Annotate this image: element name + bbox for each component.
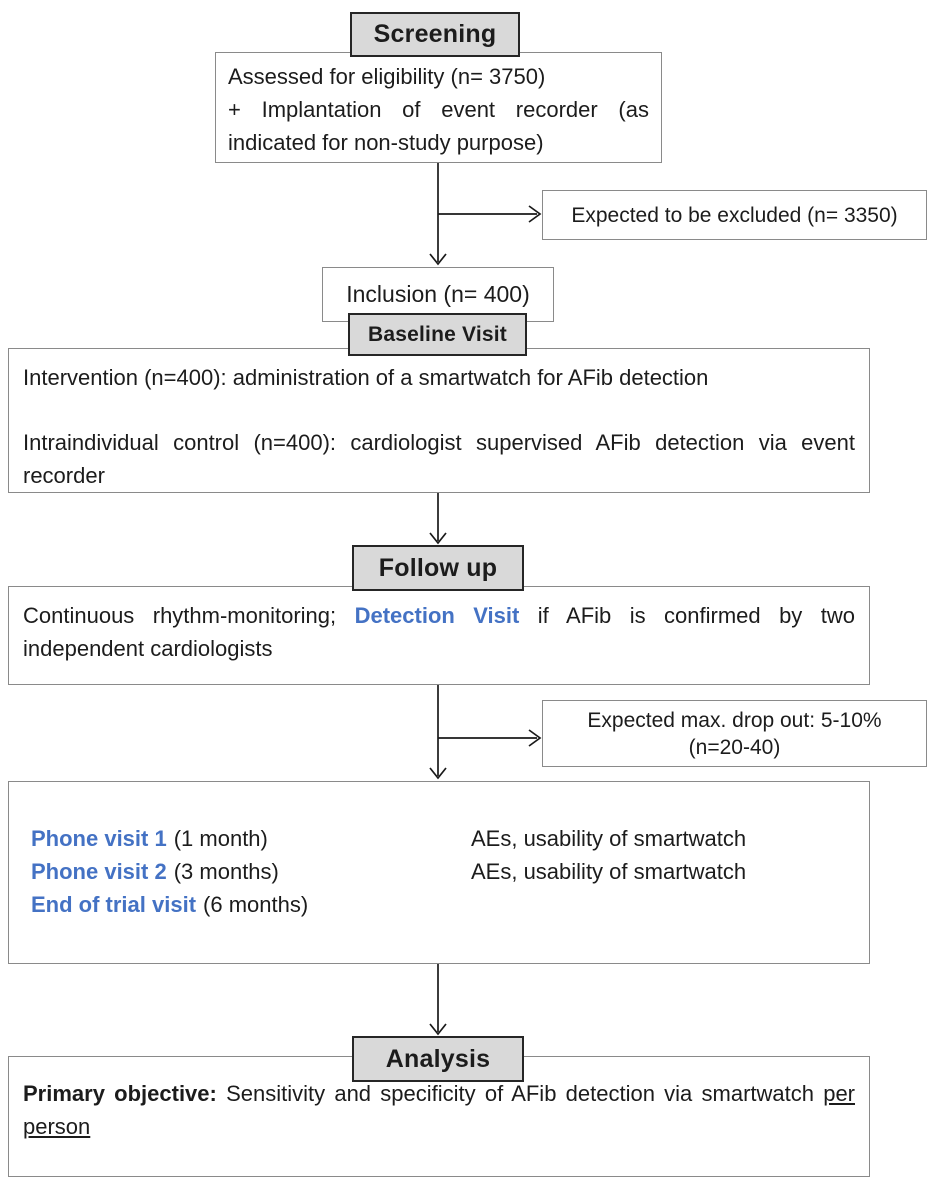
intervention-box: Intervention (n=400): administration of … <box>8 348 870 493</box>
analysis-text: Primary objective: Sensitivity and speci… <box>23 1077 855 1143</box>
visit-label: Phone visit 2 <box>31 859 167 884</box>
arrowhead-down-inclusion <box>429 253 447 266</box>
visit-label: End of trial visit <box>31 892 197 917</box>
stage-header-follow-up: Follow up <box>352 545 524 591</box>
arrowhead-down-analysis <box>429 1023 447 1036</box>
intervention-para1: Intervention (n=400): administration of … <box>23 365 709 390</box>
dropout-text: Expected max. drop out: 5-10% (n=20-40) <box>587 707 881 761</box>
analysis-text-middle: Sensitivity and specificity of AFib dete… <box>216 1081 824 1106</box>
followup-box: Continuous rhythm-monitoring; Detection … <box>8 586 870 685</box>
arrowhead-down-followup <box>429 532 447 545</box>
excluded-box: Expected to be excluded (n= 3350) <box>542 190 927 240</box>
assessed-line2: + Implantation of event recorder (as ind… <box>228 97 649 155</box>
stage-header-baseline-visit: Baseline Visit <box>348 313 527 356</box>
stage-label-analysis: Analysis <box>385 1044 491 1073</box>
visit-note: AEs, usability of smartwatch <box>471 826 747 851</box>
stage-header-analysis: Analysis <box>352 1036 524 1082</box>
excluded-text: Expected to be excluded (n= 3350) <box>571 203 898 227</box>
dropout-box: Expected max. drop out: 5-10% (n=20-40) <box>542 700 927 767</box>
visit-timing: (6 months) <box>203 892 309 917</box>
dropout-line2: (n=20-40) <box>688 735 781 759</box>
visit-row: Phone visit 1(1 month) AEs, usability of… <box>31 822 855 855</box>
intervention-para2: Intraindividual control (n=400): cardiol… <box>23 430 855 488</box>
visit-timing: (3 months) <box>173 859 279 884</box>
phone-visits-box: Phone visit 1(1 month) AEs, usability of… <box>8 781 870 964</box>
assessed-line1: Assessed for eligibility (n= 3750) <box>228 64 546 89</box>
stage-label-screening: Screening <box>373 20 497 48</box>
primary-objective-label: Primary objective: <box>23 1081 217 1106</box>
dropout-line1: Expected max. drop out: 5-10% <box>587 708 882 732</box>
visit-note <box>471 888 855 921</box>
per-person-underlined: per person <box>23 1081 855 1139</box>
stage-label-follow-up: Follow up <box>378 553 498 582</box>
detection-visit-highlight: Detection Visit <box>354 603 520 628</box>
stage-label-baseline-visit: Baseline Visit <box>368 322 507 346</box>
visit-row: End of trial visit(6 months) <box>31 888 855 921</box>
arrowhead-right-excluded <box>528 205 542 223</box>
followup-text-post: if AFib is confirmed by two independent … <box>23 603 855 661</box>
visit-left: Phone visit 1(1 month) <box>31 822 471 855</box>
arrowhead-down-visits <box>429 767 447 780</box>
followup-text-pre: Continuous rhythm-monitoring; <box>23 603 355 628</box>
visit-timing: (1 month) <box>173 826 268 851</box>
inclusion-box: Inclusion (n= 400) <box>322 267 554 322</box>
visit-note: AEs, usability of smartwatch <box>471 859 747 884</box>
arrowhead-right-dropout <box>528 729 542 747</box>
visit-left: End of trial visit(6 months) <box>31 888 471 921</box>
visit-left: Phone visit 2(3 months) <box>31 855 471 888</box>
inclusion-text: Inclusion (n= 400) <box>346 281 530 307</box>
followup-text: Continuous rhythm-monitoring; Detection … <box>23 599 855 665</box>
assessed-eligibility-box: Assessed for eligibility (n= 3750) + Imp… <box>215 52 662 163</box>
stage-header-screening: Screening <box>350 12 520 57</box>
visit-label: Phone visit 1 <box>31 826 167 851</box>
visit-row: Phone visit 2(3 months) AEs, usability o… <box>31 855 855 888</box>
